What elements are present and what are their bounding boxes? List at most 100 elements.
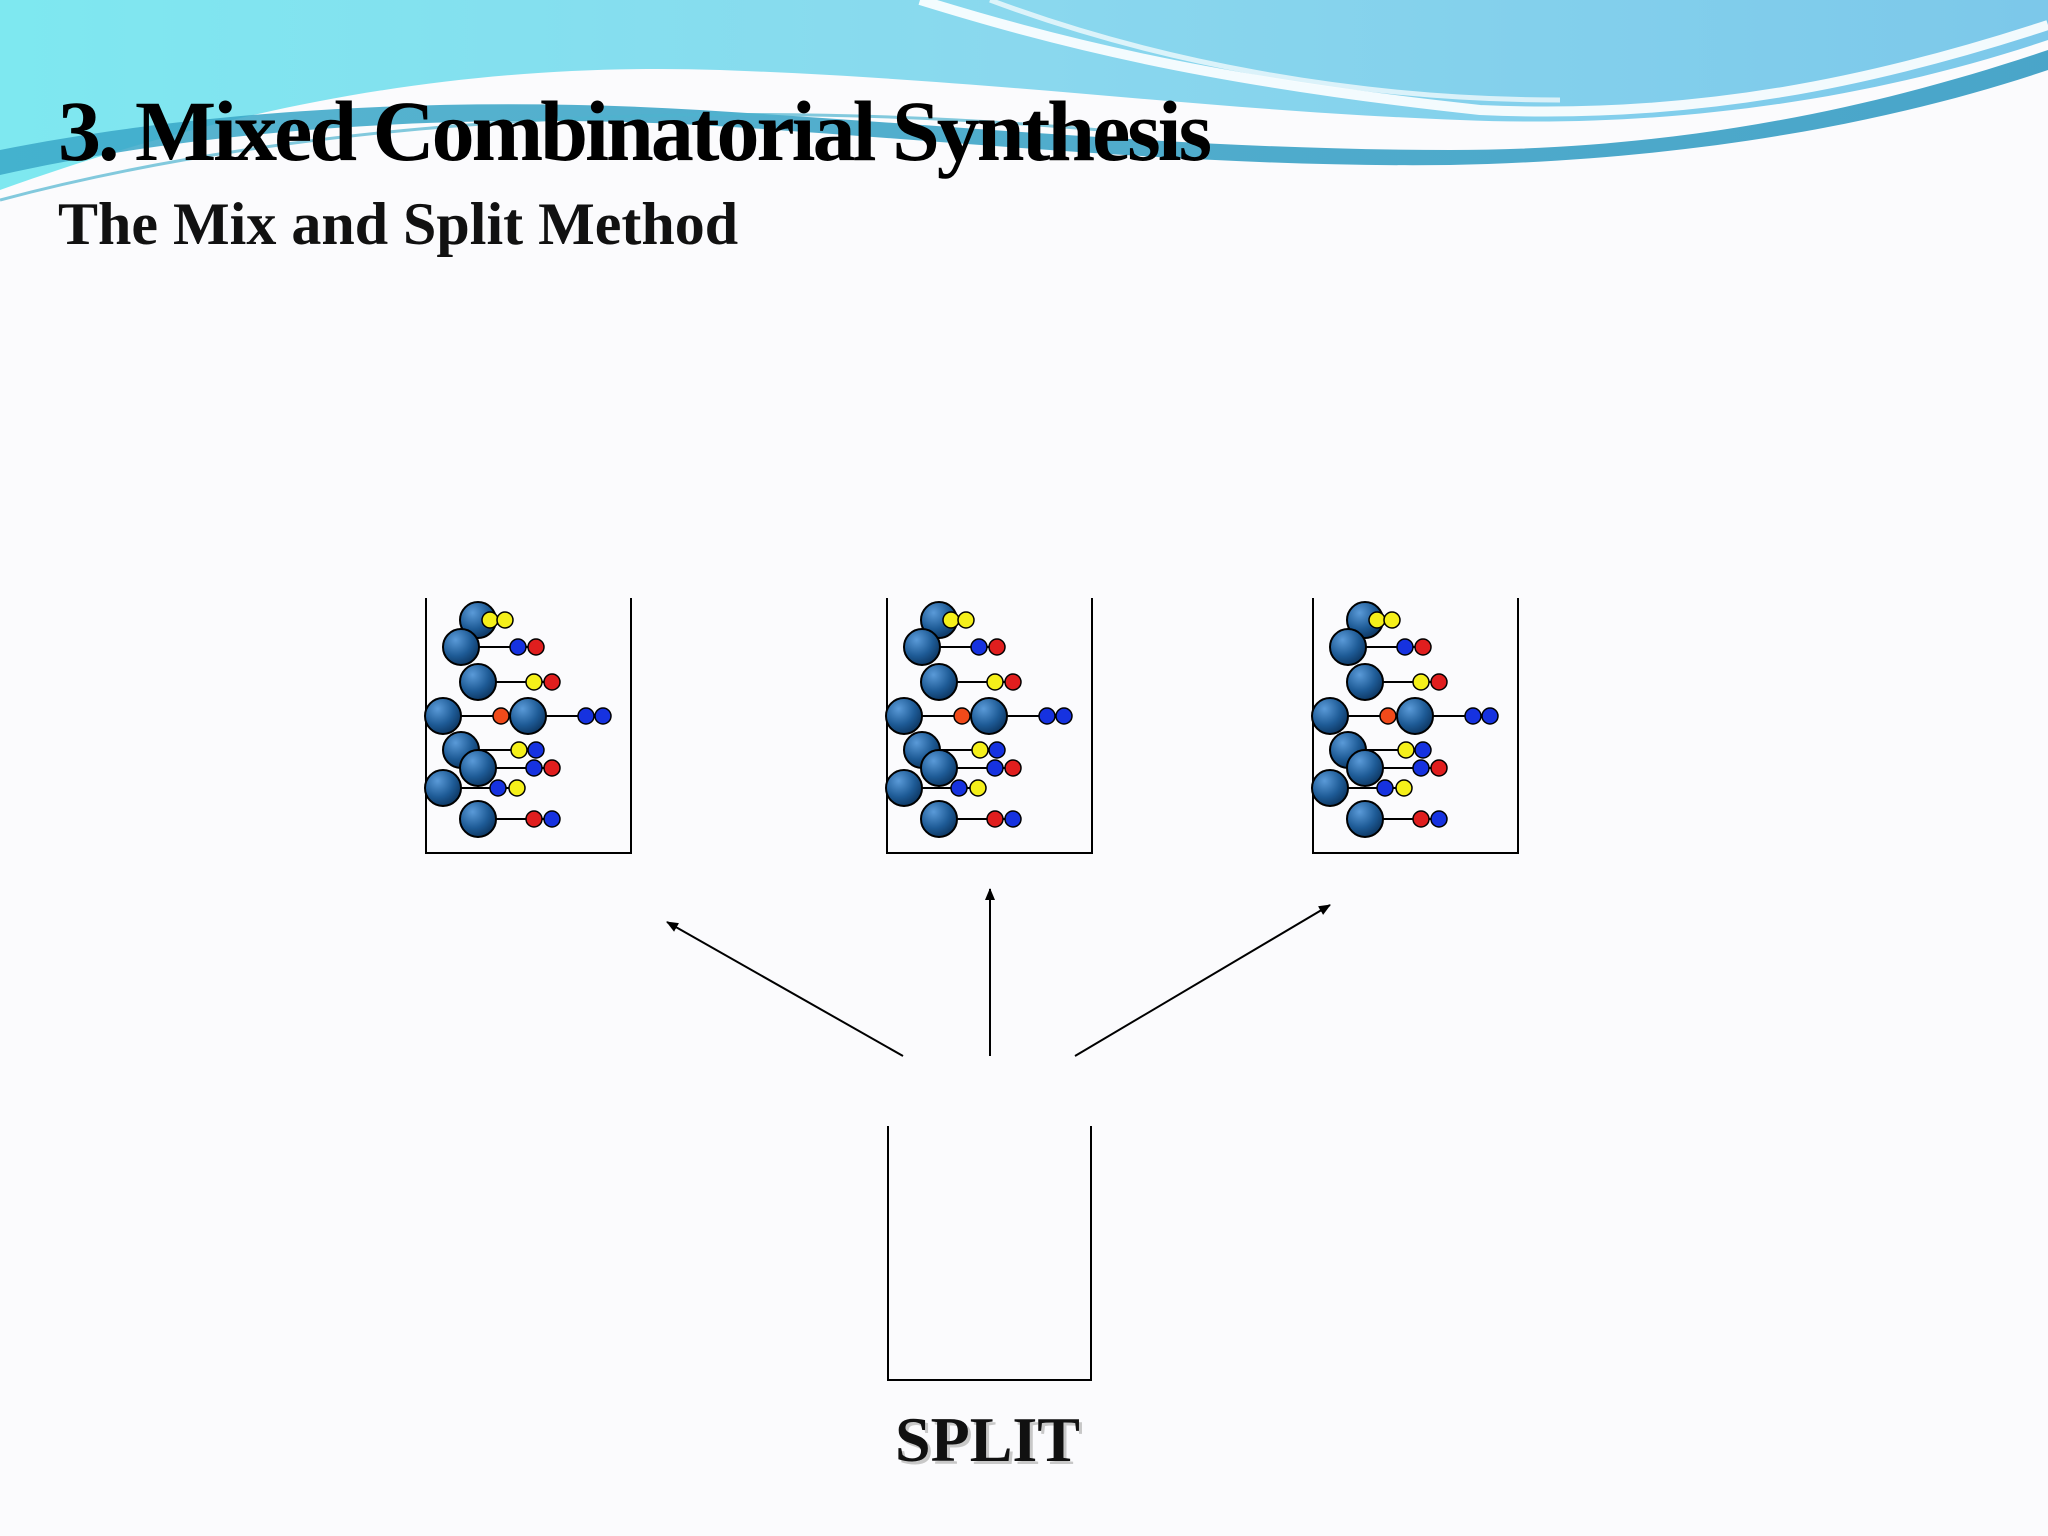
header-wave-background (0, 0, 2048, 202)
monomer-yellow (525, 673, 543, 691)
resin-bead (920, 749, 958, 787)
monomer-blue (1481, 707, 1499, 725)
resin-bead-strand (903, 628, 1006, 666)
resin-bead-strand (1346, 663, 1448, 701)
monomer-yellow (1368, 611, 1386, 629)
resin-bead (920, 663, 958, 701)
vessel-outline (1312, 598, 1519, 854)
monomer-blue (527, 741, 545, 759)
monomer-red (527, 638, 545, 656)
monomer-red (543, 673, 561, 691)
monomer-yellow (510, 741, 528, 759)
vessel-outline (425, 598, 632, 854)
monomer-blue (509, 638, 527, 656)
resin-bead-strand (885, 769, 987, 807)
arrow-left (666, 921, 904, 1057)
resin-bead (920, 800, 958, 838)
monomer-red (988, 638, 1006, 656)
monomer-blue (986, 759, 1004, 777)
monomer-blue (1004, 810, 1022, 828)
monomer-blue (489, 779, 507, 797)
resin-bead (459, 749, 497, 787)
monomer-red (525, 810, 543, 828)
monomer-red (986, 810, 1004, 828)
monomer-blue (1464, 707, 1482, 725)
monomer-red (1430, 673, 1448, 691)
monomer-yellow (986, 673, 1004, 691)
slide-title: 3. Mixed Combinatorial Synthesis (58, 83, 1212, 179)
resin-bead-strand (1346, 749, 1448, 787)
resin-bead-strand (920, 601, 975, 639)
resin-bead-strand (970, 697, 1073, 735)
resin-bead-strand (1311, 769, 1413, 807)
resin-bead (1346, 749, 1384, 787)
resin-bead (903, 628, 941, 666)
vessel-right (1311, 598, 1519, 854)
monomer-blue (1055, 707, 1073, 725)
monomer-blue (988, 741, 1006, 759)
monomer-blue (1430, 810, 1448, 828)
monomer-orange-red (492, 707, 510, 725)
monomer-blue (970, 638, 988, 656)
monomer-yellow (1395, 779, 1413, 797)
split-label: SPLIT (895, 1404, 1080, 1475)
monomer-blue (1038, 707, 1056, 725)
split-vessel (887, 1126, 1092, 1381)
monomer-blue (1396, 638, 1414, 656)
monomer-yellow (971, 741, 989, 759)
resin-bead-strand (442, 628, 545, 666)
resin-bead-strand (920, 800, 1022, 838)
monomer-red (1430, 759, 1448, 777)
monomer-blue (1414, 741, 1432, 759)
monomer-red (1004, 759, 1022, 777)
resin-bead (442, 628, 480, 666)
monomer-yellow (942, 611, 960, 629)
resin-bead-strand (459, 800, 561, 838)
resin-bead (1311, 697, 1349, 735)
monomer-yellow (496, 611, 514, 629)
monomer-red (543, 759, 561, 777)
resin-bead (970, 697, 1008, 735)
resin-bead (509, 697, 547, 735)
resin-bead (885, 697, 923, 735)
monomer-red (1004, 673, 1022, 691)
resin-bead-strand (1346, 800, 1448, 838)
monomer-yellow (957, 611, 975, 629)
resin-bead (885, 769, 923, 807)
resin-bead-strand (1346, 601, 1401, 639)
monomer-blue (525, 759, 543, 777)
resin-bead (459, 663, 497, 701)
monomer-blue (594, 707, 612, 725)
monomer-orange-red (1379, 707, 1397, 725)
resin-bead-strand (424, 769, 526, 807)
resin-bead (1346, 663, 1384, 701)
resin-bead (1346, 800, 1384, 838)
resin-bead-strand (459, 663, 561, 701)
arrow-right (1074, 904, 1331, 1057)
resin-bead (1329, 628, 1367, 666)
monomer-blue (1412, 759, 1430, 777)
resin-bead-strand (459, 749, 561, 787)
vessel-outline (886, 598, 1093, 854)
monomer-blue (950, 779, 968, 797)
monomer-blue (577, 707, 595, 725)
monomer-yellow (508, 779, 526, 797)
resin-bead-strand (1329, 628, 1432, 666)
monomer-red (1414, 638, 1432, 656)
resin-bead (1396, 697, 1434, 735)
resin-bead (1311, 769, 1349, 807)
resin-bead-strand (1396, 697, 1499, 735)
split-arrows (666, 888, 1331, 1057)
slide-subtitle: The Mix and Split Method (58, 191, 739, 257)
monomer-orange-red (953, 707, 971, 725)
resin-bead-strand (509, 697, 612, 735)
resin-bead-strand (459, 601, 514, 639)
monomer-blue (1376, 779, 1394, 797)
monomer-yellow (1383, 611, 1401, 629)
monomer-yellow (969, 779, 987, 797)
vessel-left (424, 598, 632, 854)
monomer-yellow (1412, 673, 1430, 691)
resin-bead-strand (920, 663, 1022, 701)
